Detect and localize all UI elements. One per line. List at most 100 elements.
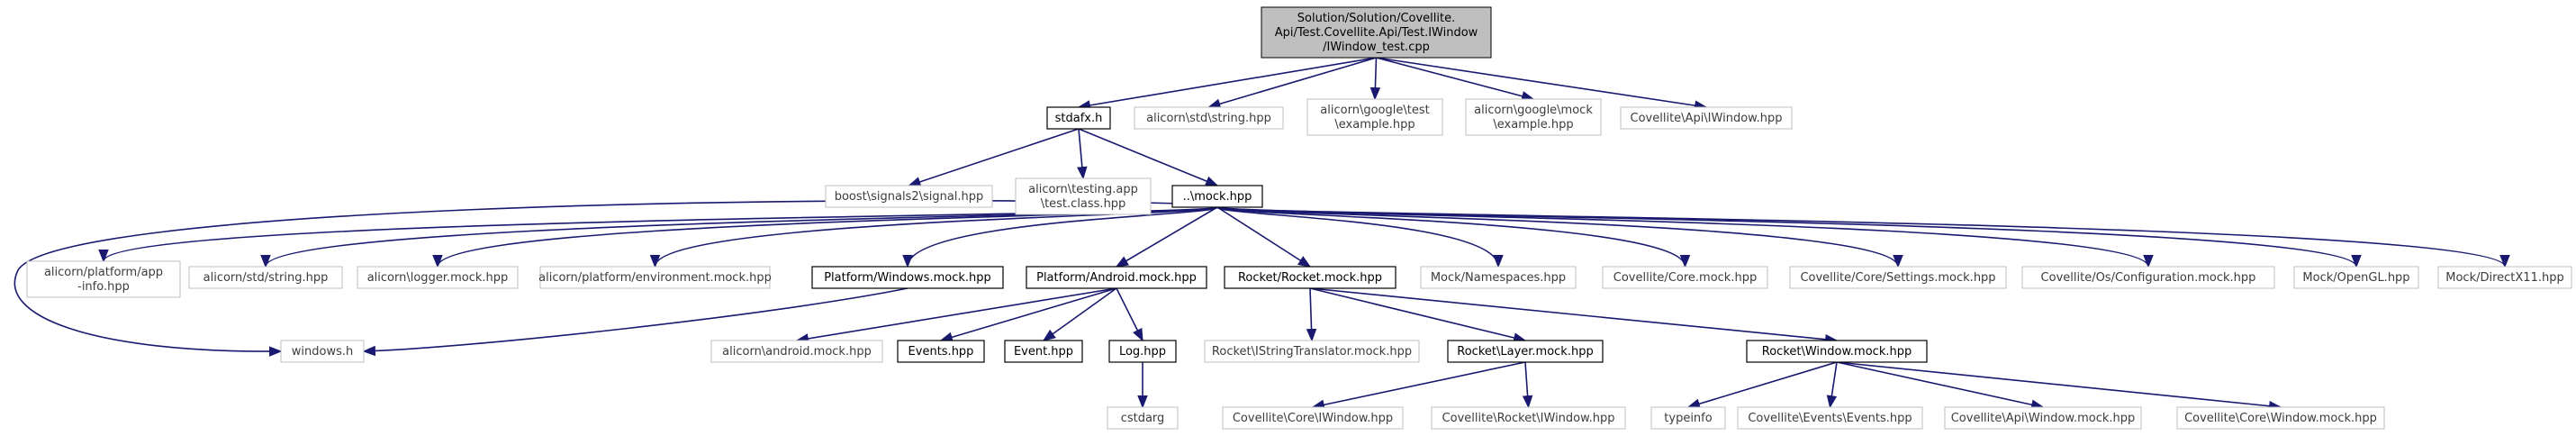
edge-root-to-google-mock-example xyxy=(1376,57,1535,102)
node-box xyxy=(1015,177,1152,215)
node-box xyxy=(1134,106,1284,130)
node-covellite-api-iwindow: Covellite\Api\IWindow.hpp xyxy=(1620,106,1793,130)
edge-mock-hpp-to-os-configuration-mock xyxy=(1216,206,2154,268)
nodes: Solution/Solution/Covellite.Api/Test.Cov… xyxy=(26,6,2572,430)
node-label: Covellite/Core.mock.hpp xyxy=(1613,271,1757,285)
node-box xyxy=(1602,266,1768,289)
node-mock-directx11: Mock/DirectX11.hpp xyxy=(2437,266,2572,289)
node-rocket-window-mock[interactable]: Rocket\Window.mock.hpp xyxy=(1746,340,1928,363)
node-testing-app: alicorn\testing.app\test.class.hpp xyxy=(1015,177,1152,215)
edge-platform-windows-mock-to-windows-h xyxy=(362,287,908,357)
node-label: Rocket\Window.mock.hpp xyxy=(1762,345,1912,359)
edge-rocket-window-mock-to-api-window-mock xyxy=(1836,361,2045,410)
node-box xyxy=(2437,266,2572,289)
edge-mock-hpp-to-platform-android-mock xyxy=(1115,206,1218,268)
node-label: Covellite\Core\Window.mock.hpp xyxy=(2184,412,2377,425)
node-label: stdafx.h xyxy=(1055,112,1103,125)
node-box xyxy=(1224,266,1396,289)
node-label: Covellite\Rocket\IWindow.hpp xyxy=(1442,412,1615,425)
node-label: alicorn\android.mock.hpp xyxy=(722,345,872,359)
node-box xyxy=(1746,340,1928,363)
node-box xyxy=(188,266,343,289)
node-mock-opengl: Mock/OpenGL.hpp xyxy=(2293,266,2419,289)
edge-rocket-mock-to-rocket-window-mock xyxy=(1309,287,1839,345)
edge-root-to-google-test-example xyxy=(1369,57,1381,101)
node-box xyxy=(710,340,883,363)
node-label: Log.hpp xyxy=(1119,345,1166,359)
node-label: alicorn\testing.app xyxy=(1028,183,1138,196)
node-box xyxy=(1944,406,2142,430)
edge-mock-hpp-to-logger-mock xyxy=(432,206,1218,268)
edges xyxy=(14,57,2510,412)
node-core-window-mock: Covellite\Core\Window.mock.hpp xyxy=(2176,406,2385,430)
node-box xyxy=(1620,106,1793,130)
node-label: Covellite\Events\Events.hpp xyxy=(1748,412,1912,425)
node-events-hpp[interactable]: Events.hpp xyxy=(897,340,985,363)
edge-rocket-window-mock-to-typeinfo xyxy=(1686,361,1838,409)
edge-stdafx-to-testing-app xyxy=(1077,128,1088,180)
node-box xyxy=(897,340,985,363)
node-box xyxy=(26,260,181,298)
node-box xyxy=(1650,406,1726,430)
node-mock-hpp[interactable]: ..\mock.hpp xyxy=(1171,185,1263,208)
node-label: Solution/Solution/Covellite. xyxy=(1297,12,1455,25)
node-google-mock-example: alicorn\google\mock\example.hpp xyxy=(1465,98,1602,136)
node-box xyxy=(1004,340,1083,363)
node-events-events: Covellite\Events\Events.hpp xyxy=(1737,406,1923,430)
node-label: Mock/DirectX11.hpp xyxy=(2445,271,2563,285)
edge-mock-hpp-to-mock-directx11 xyxy=(1216,206,2510,268)
node-rocket-iwindow: Covellite\Rocket\IWindow.hpp xyxy=(1431,406,1626,430)
edge-platform-android-mock-to-android-mock xyxy=(795,287,1117,344)
node-core-settings-mock: Covellite/Core/Settings.mock.hpp xyxy=(1789,266,2007,289)
edge-rocket-mock-to-rocket-istring xyxy=(1306,287,1317,342)
node-rocket-mock[interactable]: Rocket/Rocket.mock.hpp xyxy=(1224,266,1396,289)
node-box xyxy=(1465,98,1602,136)
node-label: Mock/OpenGL.hpp xyxy=(2302,271,2409,285)
node-label: Covellite/Core/Settings.mock.hpp xyxy=(1800,271,1995,285)
node-box xyxy=(539,266,771,289)
edge-rocket-layer-mock-to-core-iwindow xyxy=(1311,361,1526,410)
node-label: \test.class.hpp xyxy=(1041,197,1126,211)
node-box xyxy=(1737,406,1923,430)
node-platform-android-mock[interactable]: Platform/Android.mock.hpp xyxy=(1026,266,1207,289)
node-label: alicorn/platform/app xyxy=(44,266,163,279)
edge-platform-android-mock-to-events-hpp xyxy=(939,287,1117,342)
node-stdafx[interactable]: stdafx.h xyxy=(1046,106,1111,130)
node-box xyxy=(1108,340,1177,363)
node-log-hpp[interactable]: Log.hpp xyxy=(1108,340,1177,363)
edge-rocket-window-mock-to-events-events xyxy=(1826,361,1838,409)
node-label: ..\mock.hpp xyxy=(1183,190,1252,204)
edge-mock-hpp-to-platform-env-mock xyxy=(649,206,1218,268)
node-box xyxy=(1447,340,1604,363)
node-box xyxy=(1026,266,1207,289)
edge-mock-hpp-to-rocket-mock xyxy=(1216,206,1312,268)
node-box xyxy=(280,340,365,363)
edge-root-to-covellite-api-iwindow xyxy=(1376,57,1708,111)
node-alicorn-std-string: alicorn/std/string.hpp xyxy=(188,266,343,289)
edge-rocket-layer-mock-to-rocket-iwindow xyxy=(1522,361,1533,409)
node-platform-windows-mock[interactable]: Platform/Windows.mock.hpp xyxy=(811,266,1004,289)
node-label: alicorn\google\test xyxy=(1320,104,1429,117)
node-event-hpp[interactable]: Event.hpp xyxy=(1004,340,1083,363)
edge-mock-hpp-to-platform-windows-mock xyxy=(902,206,1218,268)
node-typeinfo: typeinfo xyxy=(1650,406,1726,430)
node-label: cstdarg xyxy=(1121,412,1165,425)
node-label: alicorn\logger.mock.hpp xyxy=(367,271,509,285)
node-os-configuration-mock: Covellite/Os/Configuration.mock.hpp xyxy=(2021,266,2275,289)
node-windows-h: windows.h xyxy=(280,340,365,363)
node-label: alicorn\google\mock xyxy=(1474,104,1593,117)
node-boost-signal: boost\signals2\signal.hpp xyxy=(825,185,993,208)
node-label: Rocket\IStringTranslator.mock.hpp xyxy=(1212,345,1412,359)
node-box xyxy=(1204,340,1420,363)
node-rocket-layer-mock[interactable]: Rocket\Layer.mock.hpp xyxy=(1447,340,1604,363)
node-api-window-mock: Covellite\Api\Window.mock.hpp xyxy=(1944,406,2142,430)
node-box xyxy=(1306,98,1443,136)
edge-platform-android-mock-to-log-hpp xyxy=(1116,287,1143,342)
node-platform-app-info: alicorn/platform/app-info.hpp xyxy=(26,260,181,298)
node-label: Event.hpp xyxy=(1014,345,1073,359)
node-logger-mock: alicorn\logger.mock.hpp xyxy=(357,266,519,289)
node-box xyxy=(1420,266,1577,289)
node-label: boost\signals2\signal.hpp xyxy=(835,190,984,204)
node-label: -info.hpp xyxy=(77,280,130,294)
node-box xyxy=(2176,406,2385,430)
